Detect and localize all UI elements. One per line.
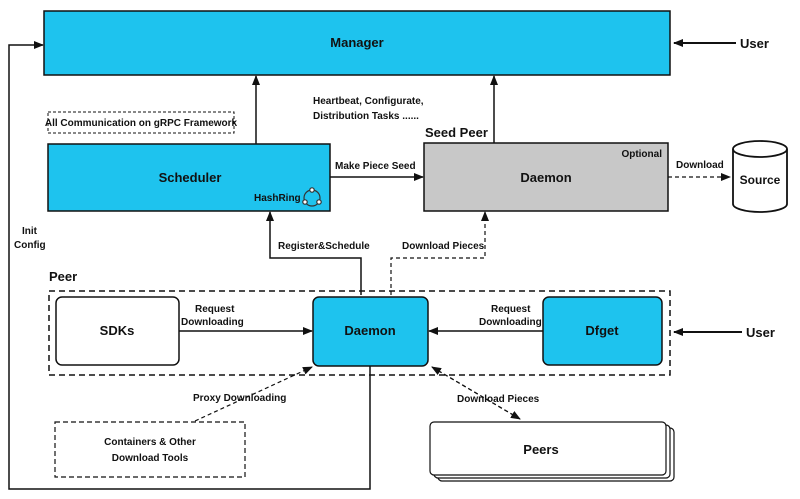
manager-box [43, 10, 671, 76]
manager-label: Manager [330, 35, 383, 50]
download-pieces-top-arrow [390, 211, 489, 295]
init-config-line [8, 41, 371, 490]
config-label: Config [14, 240, 46, 251]
peer-title: Peer [49, 269, 77, 284]
request-right-line1: Request [491, 304, 531, 315]
hashring-label: HashRing [254, 193, 301, 204]
scheduler-box [47, 143, 331, 212]
heartbeat-line2: Distribution Tasks ...... [313, 111, 419, 122]
dfget-label: Dfget [585, 323, 619, 338]
proxy-downloading-arrow [194, 366, 313, 422]
seed-peer-daemon-box [423, 142, 669, 212]
request-right-line2: Downloading [479, 317, 542, 328]
user-top-label: User [740, 36, 769, 51]
seed-peer-title: Seed Peer [425, 125, 488, 140]
request-left-line1: Request [195, 304, 235, 315]
register-schedule-label: Register&Schedule [278, 241, 370, 252]
seed-peer-daemon-label: Daemon [520, 170, 571, 185]
download-label: Download [676, 160, 724, 171]
grpc-note-text: All Communication on gRPC Framework [45, 118, 238, 129]
scheduler-label: Scheduler [159, 170, 222, 185]
download-pieces-top-label: Download Pieces [402, 241, 485, 252]
init-label: Init [22, 226, 38, 237]
containers-box [54, 421, 246, 478]
user-bottom-label: User [746, 325, 775, 340]
source-label: Source [740, 173, 781, 187]
grpc-note-box [47, 111, 235, 134]
heartbeat-line1: Heartbeat, Configurate, [313, 96, 424, 107]
peer-daemon-label: Daemon [344, 323, 395, 338]
peers-label: Peers [523, 442, 558, 457]
download-pieces-bottom-back-arrow [431, 366, 521, 420]
peers-stack [429, 421, 675, 482]
proxy-downloading-label: Proxy Downloading [193, 393, 286, 404]
source-cylinder [732, 140, 788, 213]
hashring-icon [302, 187, 322, 207]
peer-group-box [48, 290, 671, 376]
containers-line1: Containers & Other [104, 437, 196, 448]
make-piece-seed-label: Make Piece Seed [335, 161, 416, 172]
optional-label: Optional [621, 149, 662, 160]
sdks-label: SDKs [100, 323, 135, 338]
register-schedule-arrow [266, 211, 362, 295]
containers-line2: Download Tools [112, 453, 189, 464]
download-pieces-bottom-label: Download Pieces [457, 394, 540, 405]
request-left-line2: Downloading [181, 317, 244, 328]
